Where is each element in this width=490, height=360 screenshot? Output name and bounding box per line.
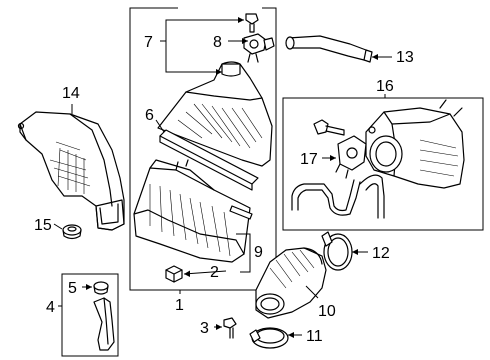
callout-3: 3 (200, 320, 209, 337)
callout-16: 16 (376, 78, 394, 95)
callout-11: 11 (306, 328, 323, 345)
callout-2: 2 (210, 264, 219, 281)
grommet (62, 224, 82, 240)
callout-5: 5 (68, 280, 77, 297)
hose-clamp-11 (249, 327, 289, 349)
callout-9: 9 (254, 244, 263, 261)
breather-hose (285, 35, 373, 63)
hose-clamp-12 (321, 231, 353, 271)
callout-17: 17 (300, 151, 318, 168)
callout-12: 12 (372, 245, 390, 262)
air-cleaner-assembly-frame (129, 7, 277, 291)
throttle-actuator (335, 135, 367, 179)
callout-13: 13 (396, 49, 414, 66)
intake-duct (17, 111, 125, 231)
clip (165, 265, 183, 283)
air-cleaner-upper-case (157, 61, 273, 167)
bracket-group-frame (61, 273, 119, 357)
callout-14: 14 (62, 85, 80, 102)
callout-6: 6 (145, 107, 154, 124)
callout-1: 1 (175, 297, 184, 314)
intake-hose (255, 247, 327, 319)
callout-10: 10 (318, 303, 336, 320)
throttle-body (365, 99, 465, 189)
clamp-strip (229, 205, 253, 220)
throttle-body-group-frame (282, 97, 484, 231)
airflow-sensor (243, 33, 275, 63)
callout-labels: 7 8 6 9 2 1 14 15 13 16 17 12 10 11 3 5 … (34, 34, 414, 345)
cap (93, 281, 109, 295)
bolt-16 (313, 119, 345, 136)
bracket (93, 297, 115, 351)
bolt-7 (245, 13, 259, 33)
air-cleaner-lower-case (133, 159, 251, 263)
arrow-tips (86, 17, 378, 338)
callout-4: 4 (46, 299, 55, 316)
callout-7: 7 (144, 34, 153, 51)
bolt-3 (223, 317, 237, 339)
callout-15: 15 (34, 217, 52, 234)
coolant-hose (291, 174, 385, 219)
callout-8: 8 (213, 34, 222, 51)
